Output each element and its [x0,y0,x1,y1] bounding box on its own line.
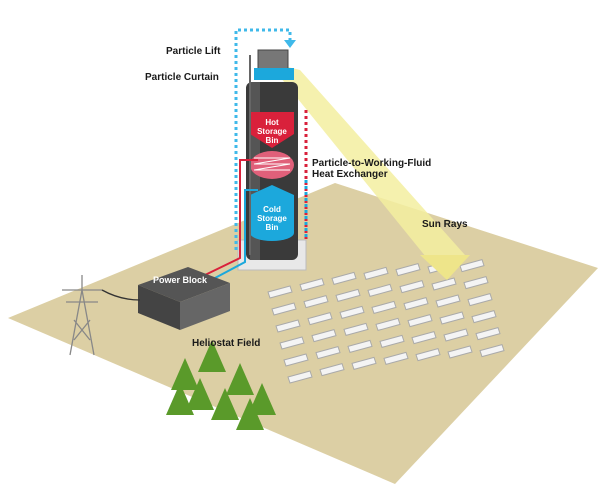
cold-storage-bin [250,185,294,241]
heliostat-mirror [435,294,461,308]
heliostat-mirror [475,326,501,341]
heat-exchanger [250,151,294,179]
heliostat-mirror [319,362,345,377]
label-hot-bin: Hot Storage Bin [257,118,287,145]
tree [236,398,264,430]
heliostat-mirror [367,283,393,298]
heliostat-mirror [331,271,357,286]
heliostat-mirror [467,292,493,307]
heliostat-mirror [287,370,313,384]
heliostat-mirror [311,328,337,343]
lift-arrowhead [284,40,296,48]
heliostat-mirror [403,296,429,311]
heliostat-mirror [339,305,365,320]
tree [171,358,199,390]
cold-fluid-pipe [214,189,258,279]
heliostat-mirror [443,328,469,342]
particle-curtain-receiver [254,68,294,80]
ground [8,183,598,484]
heliostat-mirror [407,313,433,328]
heliostat-mirror [279,336,305,350]
tree [211,388,239,420]
tree [248,383,276,415]
tree [166,383,194,415]
heliostat-mirror [415,347,441,362]
heliostat-mirror [479,343,505,358]
heliostat-field [267,258,505,384]
heliostat-mirror [267,285,293,299]
heliostat-mirror [375,317,401,332]
heliostat-mirror [283,353,309,367]
label-particle-curtain: Particle Curtain [145,72,219,83]
heliostat-mirror [307,311,333,326]
heliostat-mirror [303,294,329,309]
transmission-tower [62,275,141,356]
heliostat-mirror [347,339,373,354]
heliostat-mirror [351,356,377,371]
power-block-right [180,283,230,330]
label-particle-lift: Particle Lift [166,46,221,57]
heliostat-mirror [471,309,497,324]
heliostat-mirror [399,279,425,294]
label-heliostat-field: Heliostat Field [192,338,261,349]
heliostat-mirror [463,275,489,290]
power-block-top [138,267,230,302]
heliostat-mirror [395,262,421,277]
tree [226,363,254,395]
heliostat-mirror [379,334,405,349]
heliostat-mirror [299,277,325,292]
hot-fluid-pipe [204,159,258,276]
power-block-left [138,285,180,330]
label-cold-bin: Cold Storage Bin [257,205,287,232]
trees [166,340,276,430]
label-heat-exchanger: Particle-to-Working-Fluid Heat Exchanger [312,158,432,180]
heliostat-mirror [315,345,341,360]
label-power-block: Power Block [152,275,208,285]
heliostat-mirror [371,300,397,315]
label-sun-rays: Sun Rays [422,219,468,230]
heliostat-mirror [271,302,297,316]
heliostat-mirror [431,277,457,291]
heat-exchanger-coil [253,157,291,171]
heliostat-mirror [275,319,301,333]
lift-arrow-up [234,28,292,250]
tree [198,340,226,372]
heliostat-mirror [335,288,361,303]
tree [186,378,214,410]
heliostat-mirror [343,322,369,337]
heliostat-mirror [439,311,465,325]
heliostat-mirror [459,258,485,273]
heliostat-mirror [447,345,473,359]
heliostat-mirror [411,330,437,345]
heliostat-mirror [363,266,389,281]
sun-rays-arrow [420,255,470,280]
heliostat-mirror [383,351,409,366]
hot-storage-bin [250,112,294,148]
sun-rays-beam [268,62,465,262]
